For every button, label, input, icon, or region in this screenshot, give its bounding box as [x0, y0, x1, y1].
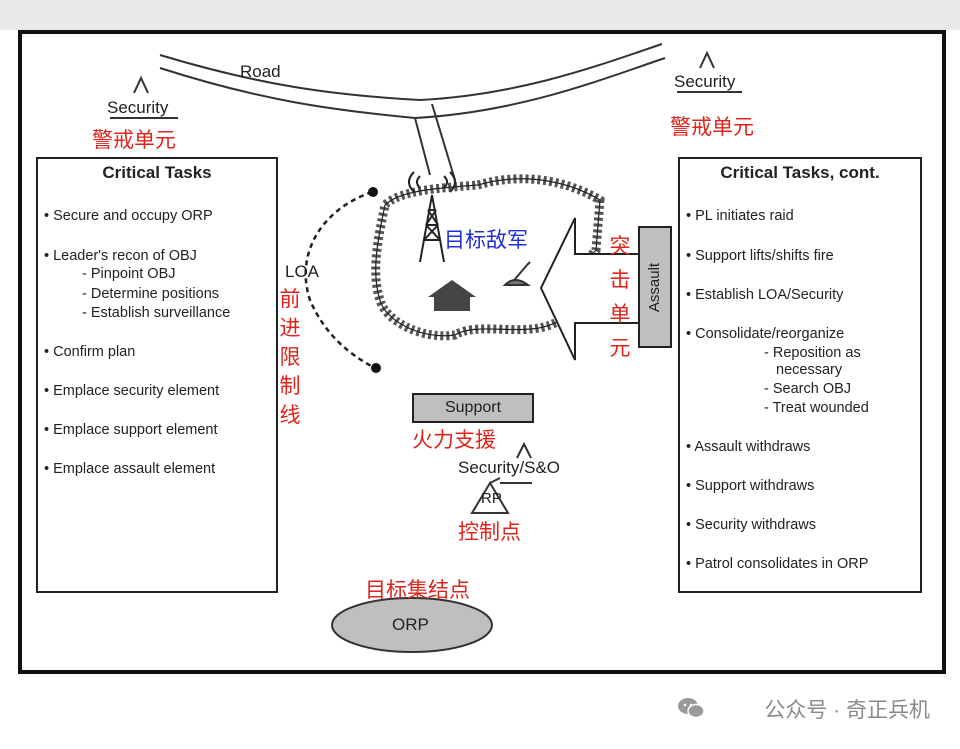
watermark-text: 公众号 · 奇正兵机 — [764, 699, 930, 722]
task-item: Emplace support element — [44, 421, 217, 439]
task-item: PL initiates raid — [686, 207, 794, 225]
road — [159, 43, 666, 181]
subtask-item: Determine positions — [82, 285, 219, 303]
task-item: Secure and occupy ORP — [44, 207, 213, 225]
task-item: Establish LOA/Security — [686, 286, 843, 304]
task-item: Support withdraws — [686, 477, 814, 495]
loa-cn-char: 前 — [279, 288, 301, 311]
road-label: Road — [240, 62, 281, 81]
orp-label: ORP — [392, 615, 429, 634]
task-item: Patrol consolidates in ORP — [686, 555, 868, 573]
task-item: Emplace assault element — [44, 460, 215, 478]
objective-cn-label: 目标敌军 — [444, 229, 528, 252]
subtask-item-cont: necessary — [776, 362, 843, 378]
assault-cn-char: 元 — [609, 337, 631, 360]
security-label-left: Security — [107, 98, 169, 117]
security-so-label: Security/S&O — [458, 458, 561, 477]
security-so-symbol — [500, 441, 532, 484]
assault-box: Assault — [638, 226, 672, 348]
subtask-item: Treat wounded — [764, 399, 869, 417]
subtask-item: Search OBJ — [764, 380, 851, 398]
security-cn-left: 警戒单元 — [92, 129, 176, 152]
critical-tasks-panel: Critical Tasks Secure and occupy ORP Lea… — [36, 157, 278, 593]
security-cn-right: 警戒单元 — [670, 116, 754, 139]
task-item: Security withdraws — [686, 516, 816, 534]
security-symbol-icon-right — [677, 50, 742, 93]
subtask-item: Establish surveillance — [82, 304, 230, 322]
loa-line — [304, 187, 381, 373]
orp-cn-label: 目标集结点 — [365, 579, 470, 602]
radio-tower-icon — [408, 171, 456, 263]
panel-title: Critical Tasks — [102, 163, 212, 182]
security-symbol-icon-left — [110, 75, 178, 119]
top-bar — [0, 0, 960, 30]
assault-cn-char: 突 — [609, 235, 631, 258]
support-cn-label: 火力支援 — [412, 429, 496, 452]
building-icon — [428, 280, 476, 311]
assault-label: Assault — [646, 262, 664, 312]
assault-cn-char: 击 — [609, 269, 631, 292]
mortar-icon — [502, 261, 531, 286]
loa-label: LOA — [285, 262, 320, 281]
loa-cn-char: 限 — [279, 346, 301, 369]
loa-cn-char: 进 — [279, 317, 301, 340]
subtask-item: Pinpoint OBJ — [82, 265, 176, 283]
task-item: Confirm plan — [44, 343, 135, 361]
subtask-item: Reposition as — [764, 344, 861, 362]
assault-arrow — [539, 217, 640, 361]
assault-cn-char: 单 — [609, 303, 631, 326]
security-label-right: Security — [674, 72, 736, 91]
loa-cn-char: 线 — [279, 404, 301, 427]
orp-ellipse — [331, 597, 493, 653]
panel-title: Critical Tasks, cont. — [720, 163, 880, 182]
task-item: Support lifts/shifts fire — [686, 247, 834, 265]
rp-symbol — [470, 477, 510, 514]
loa-cn-char: 制 — [279, 375, 301, 398]
wechat-icon — [678, 698, 705, 719]
task-item: Leader's recon of OBJ — [44, 247, 197, 265]
task-item: Emplace security element — [44, 382, 219, 400]
task-item: Consolidate/reorganize — [686, 325, 844, 343]
rp-cn-label: 控制点 — [458, 521, 521, 544]
rp-label: RP — [481, 490, 502, 507]
critical-tasks-cont-panel: Critical Tasks, cont. PL initiates raid … — [678, 157, 922, 593]
support-box: Support — [412, 393, 534, 423]
task-item: Assault withdraws — [686, 438, 810, 456]
